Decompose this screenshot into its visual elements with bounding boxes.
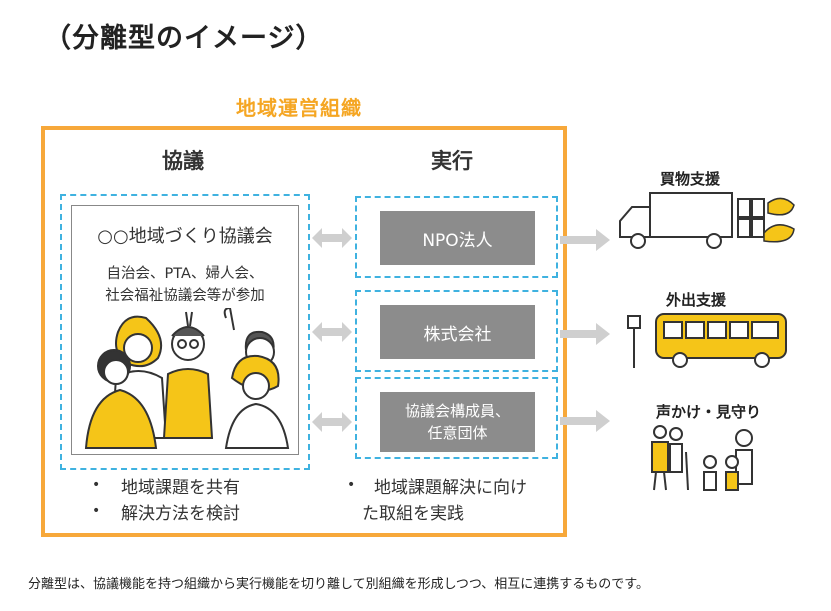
org-title: 地域運営組織	[236, 96, 362, 120]
activity-shopping-label: 買物支援	[660, 170, 721, 188]
exec-dashed-frame-2	[355, 290, 558, 372]
exec-body-company: 株式会社	[380, 305, 535, 359]
column-heading-kyogi: 協議	[162, 149, 204, 173]
double-arrow-icon	[312, 322, 352, 342]
truck-icon	[619, 192, 795, 249]
double-arrow-icon	[312, 412, 352, 432]
activity-watching-label: 声かけ・見守り	[656, 403, 762, 421]
exec-body-label-line-2: 任意団体	[427, 424, 488, 442]
column-heading-jikko: 実行	[431, 149, 473, 173]
exec-body-label: NPO法人	[422, 230, 493, 251]
right-arrow-icon	[560, 323, 610, 345]
bullet-kyogi-2: 解決方法を検討	[121, 504, 240, 524]
exec-body-label: 株式会社	[423, 324, 492, 345]
bullet-kyogi-1: 地域課題を共有	[121, 478, 240, 498]
exec-body-label-line-1: 協議会構成員、	[404, 402, 510, 420]
bullet-icon: •	[92, 503, 101, 519]
page-title: （分離型のイメージ）	[44, 23, 324, 54]
activity-outing-label: 外出支援	[666, 291, 727, 309]
right-arrow-icon	[560, 229, 610, 251]
right-arrow-icon	[560, 410, 610, 432]
caption: 分離型は、協議機能を持つ組織から実行機能を切り離して別組織を形成しつつ、相互に連…	[28, 577, 650, 592]
bullet-icon: •	[347, 477, 356, 493]
people-illustration	[84, 308, 290, 449]
bullet-icon: •	[92, 477, 101, 493]
bullet-jikko-2: た取組を実践	[362, 504, 464, 524]
council-members-line-2: 社会福祉協議会等が参加	[105, 288, 265, 304]
bullet-jikko-1: 地域課題解決に向け	[374, 478, 527, 498]
exec-dashed-frame-1	[355, 196, 558, 278]
exec-body-members: 協議会構成員、 任意団体	[380, 392, 535, 452]
double-arrow-icon	[312, 228, 352, 248]
exec-body-npo: NPO法人	[380, 211, 535, 265]
elderly-care-icon	[651, 425, 753, 491]
bus-icon	[627, 313, 787, 368]
council-dashed-frame	[60, 194, 310, 470]
council-name: ○○地域づくり協議会	[97, 226, 273, 247]
council-members-line-1: 自治会、PTA、婦人会、	[106, 266, 264, 282]
exec-dashed-frame-3	[355, 377, 558, 459]
